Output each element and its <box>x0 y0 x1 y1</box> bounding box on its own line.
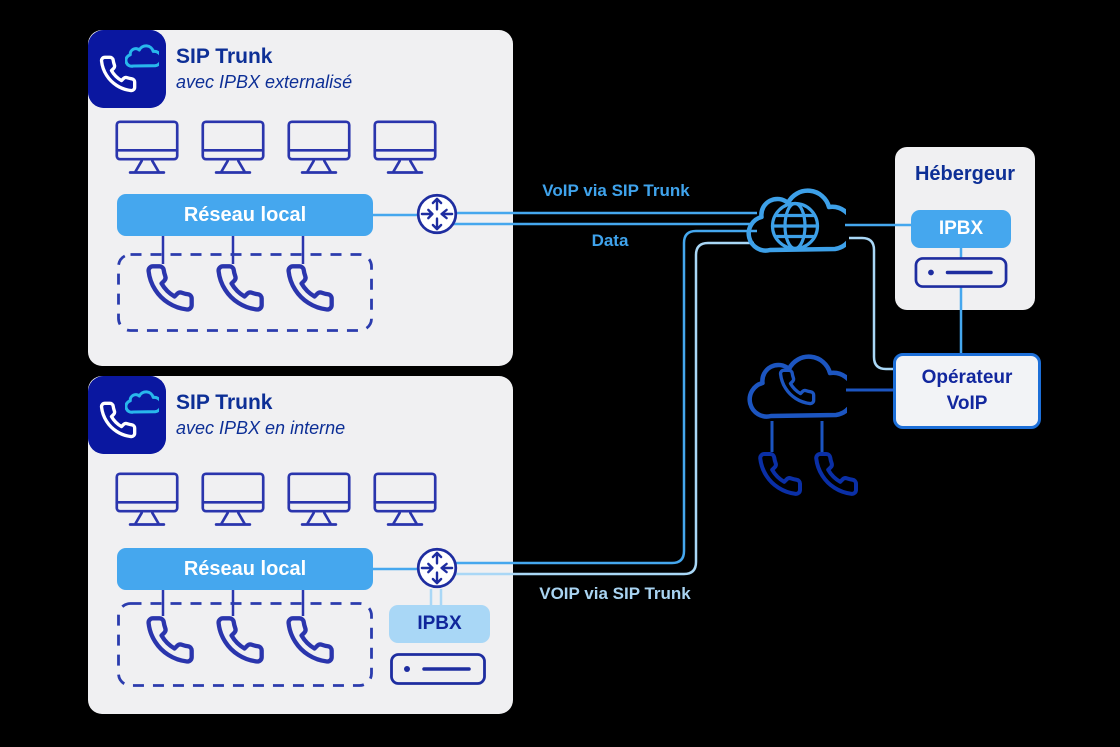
line-router2-ipbx <box>429 589 443 607</box>
ipbx-box: IPBX <box>389 605 490 643</box>
router-icon <box>415 192 459 236</box>
lan-bar: Réseau local <box>117 194 373 236</box>
voip-sip-trunk-label-bottom: VOIP via SIP Trunk <box>539 584 691 603</box>
operator-label-line2: VoIP <box>946 393 988 414</box>
router-icon <box>415 546 459 590</box>
operator-voip-box: Opérateur VoIP <box>893 353 1041 429</box>
phone-icon <box>284 262 336 314</box>
phone-icon <box>144 262 196 314</box>
card2-title: SIP Trunk <box>176 391 273 414</box>
voip-sip-trunk-label: VoIP via SIP Trunk <box>542 181 690 200</box>
server-icon <box>914 257 1008 288</box>
handset-icon <box>812 450 860 498</box>
voip-phone-cloud-icon <box>747 352 847 424</box>
line-cloud-operator <box>849 236 895 371</box>
lan-bar: Réseau local <box>117 548 373 590</box>
phone-icon <box>284 614 336 666</box>
monitor-icon <box>287 472 351 529</box>
server-icon <box>390 653 486 685</box>
monitor-icon <box>201 120 265 177</box>
card2-subtitle: avec IPBX en interne <box>176 418 346 438</box>
line-voipcloud-handsets <box>770 421 824 452</box>
phones-dashed-zone <box>117 602 373 687</box>
line-voip-bottom-inner <box>437 229 757 565</box>
phone-icon <box>214 262 266 314</box>
data-label: Data <box>591 231 629 250</box>
phone-cloud-badge-icon <box>88 30 166 108</box>
card1-title: SIP Trunk <box>176 45 273 68</box>
globe-icon <box>770 201 820 251</box>
line-lan1-phones <box>161 235 305 264</box>
hosted-ipbx-box: IPBX <box>911 210 1011 248</box>
monitor-icon <box>115 120 179 177</box>
operator-label-line1: Opérateur <box>921 367 1013 389</box>
line-voip-bottom-outer <box>437 241 754 576</box>
monitor-icon <box>287 120 351 177</box>
handset-icon <box>756 450 804 498</box>
monitor-icon <box>373 120 437 177</box>
phone-icon <box>144 614 196 666</box>
card1-subtitle: avec IPBX externalisé <box>176 72 353 92</box>
monitor-icon <box>373 472 437 529</box>
monitor-icon <box>115 472 179 529</box>
hebergeur-title: Hébergeur <box>914 163 1016 185</box>
phone-icon <box>214 614 266 666</box>
phone-cloud-badge-icon <box>88 376 166 454</box>
internet-cloud-icon <box>746 186 846 258</box>
monitor-icon <box>201 472 265 529</box>
